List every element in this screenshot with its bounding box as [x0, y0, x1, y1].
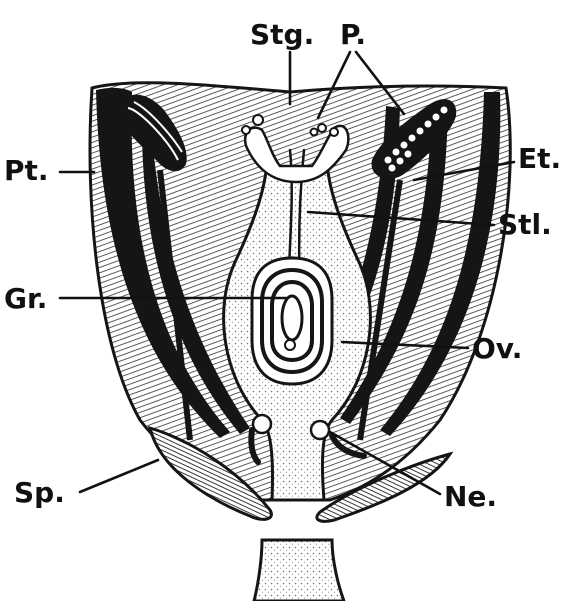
- label-anther: Et.: [518, 142, 561, 175]
- ovary: [252, 258, 332, 384]
- receptacle-stalk: [254, 540, 344, 601]
- leader-sepal: [80, 460, 158, 492]
- label-sepal: Sp.: [14, 476, 65, 509]
- label-ovule: Ov.: [472, 332, 522, 365]
- label-pollen-grain: Gr.: [4, 282, 47, 315]
- label-petal: Pt.: [4, 154, 49, 187]
- label-pollen: P.: [340, 18, 366, 51]
- label-stigma: Stg.: [250, 18, 314, 51]
- label-style: Stl.: [498, 208, 552, 241]
- label-nectary: Ne.: [444, 480, 497, 513]
